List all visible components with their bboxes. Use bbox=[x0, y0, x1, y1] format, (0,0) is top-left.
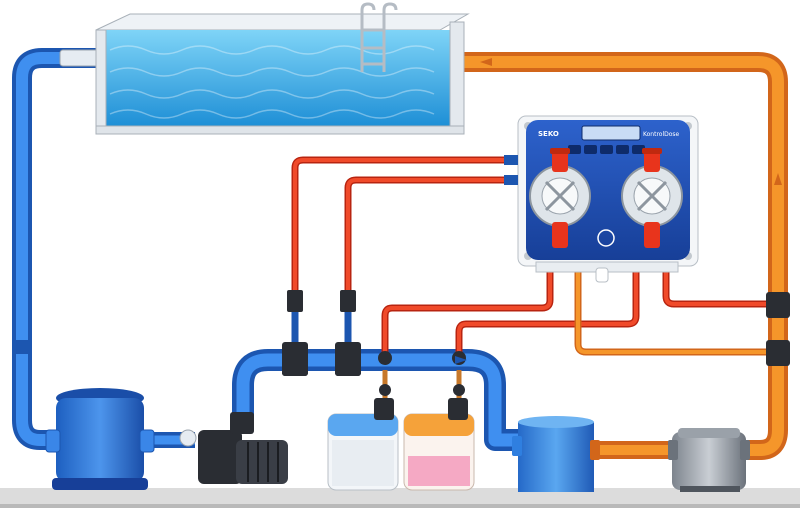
sand-filter bbox=[512, 416, 600, 492]
return-line-fitting-lower bbox=[766, 340, 790, 366]
flow-arrow-up bbox=[774, 173, 782, 185]
flow-arrow-down bbox=[14, 340, 30, 354]
menu-button[interactable] bbox=[568, 145, 581, 154]
sample-line-1 bbox=[574, 272, 766, 356]
sample-line-2 bbox=[662, 272, 766, 308]
sensor-fitting-2 bbox=[340, 290, 356, 312]
swimming-pool bbox=[95, 13, 470, 135]
return-line-fitting-upper bbox=[766, 292, 790, 318]
sensor-line-2 bbox=[344, 176, 510, 290]
dosing-unit: SEKO KontrolDose bbox=[504, 115, 699, 283]
pump-head-left bbox=[529, 148, 591, 248]
sensor-fitting-1 bbox=[287, 290, 303, 312]
pool-suction-pipe-highlight bbox=[16, 52, 116, 446]
dosing-output-line-1 bbox=[381, 272, 554, 352]
injection-point-1 bbox=[378, 351, 392, 365]
flow-arrow-left bbox=[480, 58, 492, 66]
main-line-tee-1 bbox=[282, 346, 308, 376]
brand-label: SEKO bbox=[538, 130, 559, 138]
main-line-tee-2 bbox=[335, 346, 361, 376]
circulation-pump bbox=[179, 412, 288, 484]
pump-head-right bbox=[621, 148, 683, 248]
pool-ladder bbox=[360, 2, 398, 72]
floor bbox=[0, 488, 800, 506]
power-button[interactable] bbox=[632, 145, 645, 154]
up-button[interactable] bbox=[584, 145, 597, 154]
floor-edge bbox=[0, 504, 800, 508]
control-buttons[interactable] bbox=[568, 145, 645, 154]
dosing-display bbox=[581, 125, 641, 141]
dosing-logo-icon bbox=[597, 229, 615, 247]
down-button[interactable] bbox=[600, 145, 613, 154]
model-label: KontrolDose bbox=[643, 131, 680, 138]
chemical-tank-1 bbox=[327, 398, 399, 491]
filter-tank bbox=[45, 388, 155, 490]
flow-arrow-right bbox=[455, 356, 467, 364]
enter-button[interactable] bbox=[616, 145, 629, 154]
chemical-tank-2 bbox=[403, 398, 475, 491]
heater bbox=[668, 428, 750, 492]
